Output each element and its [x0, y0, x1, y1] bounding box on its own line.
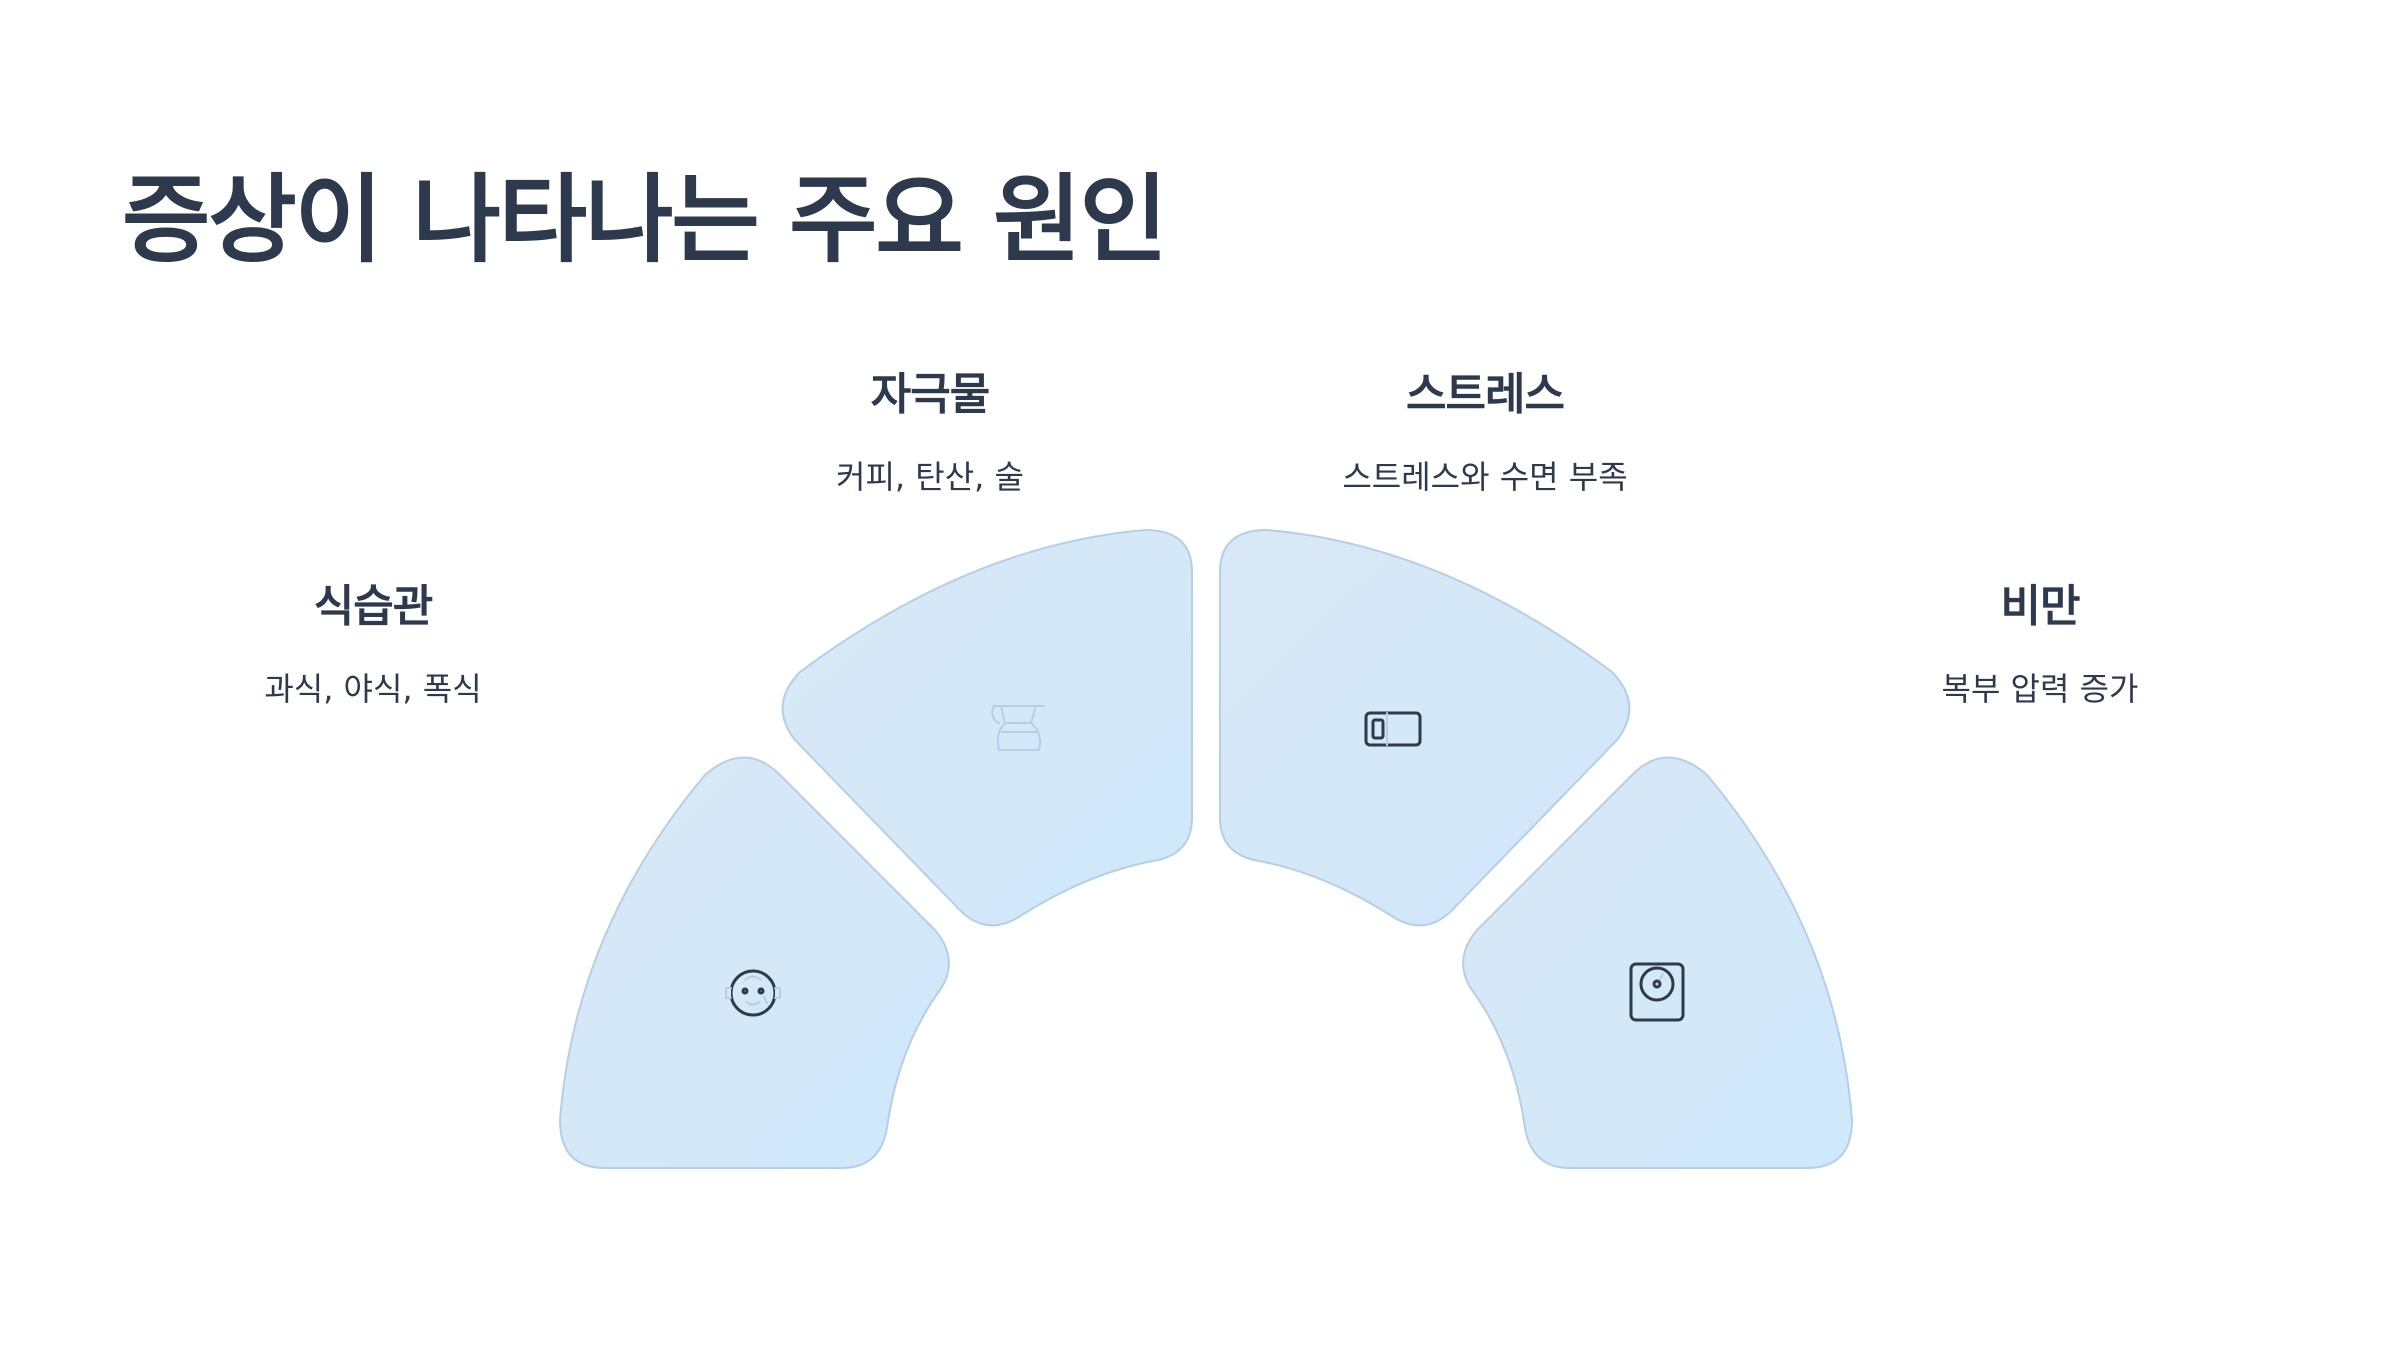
battery-low-icon: [1364, 711, 1422, 747]
cause-description: 커피, 탄산, 술: [836, 458, 1024, 496]
baby-face-icon: [725, 969, 781, 1017]
cause-heading: 비만: [2000, 581, 2081, 632]
cause-label-obesity: 비만 복부 압력 증가: [1780, 570, 2300, 710]
cause-description: 복부 압력 증가: [1941, 670, 2139, 708]
cause-label-stress: 스트레스 스트레스와 수면 부족: [1225, 358, 1745, 498]
cause-heading: 스트레스: [1406, 369, 1565, 420]
segment-stress: [1219, 528, 1631, 927]
cause-label-diet: 식습관 과식, 야식, 폭식: [113, 570, 633, 710]
cause-label-stimulants: 자극물 커피, 탄산, 술: [670, 358, 1190, 498]
cause-description: 스트레스와 수면 부족: [1342, 458, 1628, 496]
cause-description: 과식, 야식, 폭식: [264, 670, 482, 708]
segment-obesity: [1462, 756, 1854, 1169]
weight-scale-icon: [1629, 962, 1685, 1022]
segment-diet: [558, 756, 950, 1169]
cause-heading: 식습관: [313, 581, 433, 632]
segment-stimulants: [781, 528, 1193, 927]
coffee-pot-icon: [991, 705, 1045, 751]
cause-heading: 자극물: [870, 369, 990, 420]
page-title: 증상이 나타나는 주요 원인: [122, 164, 1168, 276]
